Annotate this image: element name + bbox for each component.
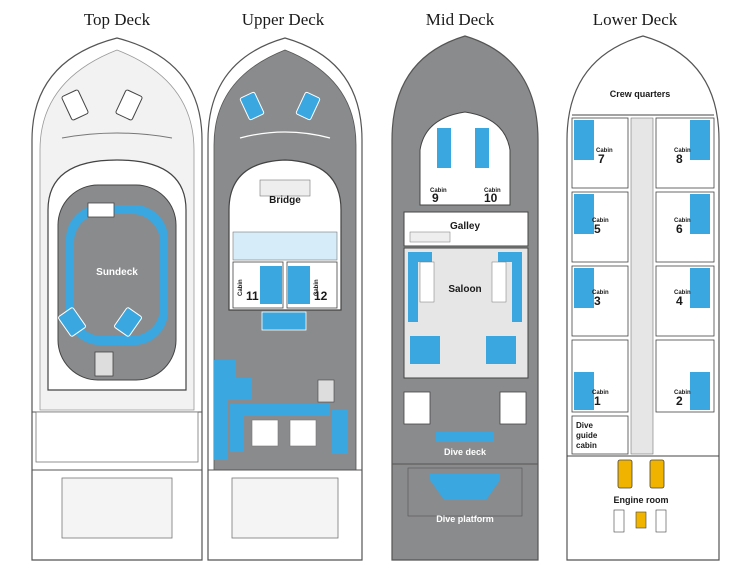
cabin-4-word: Cabin — [674, 290, 691, 296]
cabin-10-word: Cabin — [484, 188, 501, 194]
cabin-8-word: Cabin — [674, 148, 691, 154]
lower-deck-title: Lower Deck — [592, 10, 678, 29]
cabin-3-number: 3 — [594, 294, 601, 308]
engine-icon — [649, 459, 665, 489]
stairs-icon — [94, 351, 114, 377]
dive-tank-rack — [436, 432, 494, 442]
top-deck: Sundeck — [31, 37, 203, 561]
cabin-11-number: 11 — [246, 289, 259, 303]
dive-guide-cabin — [571, 415, 629, 455]
sunbed-icon — [58, 307, 86, 337]
cabin-1-word: Cabin — [592, 390, 609, 396]
cabin-5-word: Cabin — [592, 218, 609, 224]
cabin-12-word: Cabin — [314, 279, 320, 296]
cabin-5-number: 5 — [594, 222, 601, 236]
upper-deck-title: Upper Deck — [241, 10, 325, 29]
mid-deck-title: Mid Deck — [425, 10, 495, 29]
bridge-label: Bridge — [269, 195, 301, 206]
lounge-chair-icon — [61, 89, 89, 121]
sunbed-icon — [114, 307, 142, 337]
dive-deck-label: Dive deck — [444, 447, 487, 457]
cabin-7-number: 7 — [598, 152, 605, 166]
mid-deck: Cabin 9 Cabin 10 Galley Saloon Dive deck… — [391, 35, 539, 561]
cabin-11-word: Cabin — [238, 279, 244, 296]
cabin-1-number: 1 — [594, 394, 601, 408]
cabin-12-number: 12 — [314, 289, 328, 303]
engine-icon — [617, 459, 633, 489]
sundeck-label: Sundeck — [96, 267, 138, 278]
cabin-4-number: 4 — [676, 294, 683, 308]
cabin-9-number: 9 — [432, 191, 439, 205]
saloon-label: Saloon — [448, 284, 481, 295]
cabin-6-number: 6 — [676, 222, 683, 236]
cabin-10-number: 10 — [484, 191, 498, 205]
cabin-6-word: Cabin — [674, 218, 691, 224]
dive-platform-label: Dive platform — [436, 514, 494, 524]
cabin-7-word: Cabin — [596, 148, 613, 154]
dive-guide-line2: guide — [576, 431, 598, 440]
sunbed-icon — [239, 91, 265, 121]
top-deck-title: Top Deck — [83, 10, 151, 29]
cabin-3-word: Cabin — [592, 290, 609, 296]
upper-deck: Bridge Cabin 11 Cabin 12 — [207, 37, 363, 561]
cabin-9-word: Cabin — [430, 188, 447, 194]
lower-deck: Crew quarters Cabin 7 Cab — [566, 35, 720, 561]
cabin-2-word: Cabin — [674, 390, 691, 396]
cabin-2-number: 2 — [676, 394, 683, 408]
crew-quarters-label: Crew quarters — [610, 89, 671, 99]
cabin-8-number: 8 — [676, 152, 683, 166]
stairs-icon — [317, 379, 335, 403]
dive-guide-line1: Dive — [576, 421, 593, 430]
galley-label: Galley — [450, 221, 480, 232]
dive-guide-line3: cabin — [576, 441, 597, 450]
lounge-chair-icon — [115, 89, 143, 121]
engine-room-label: Engine room — [613, 495, 668, 505]
sunbed-icon — [295, 91, 321, 121]
